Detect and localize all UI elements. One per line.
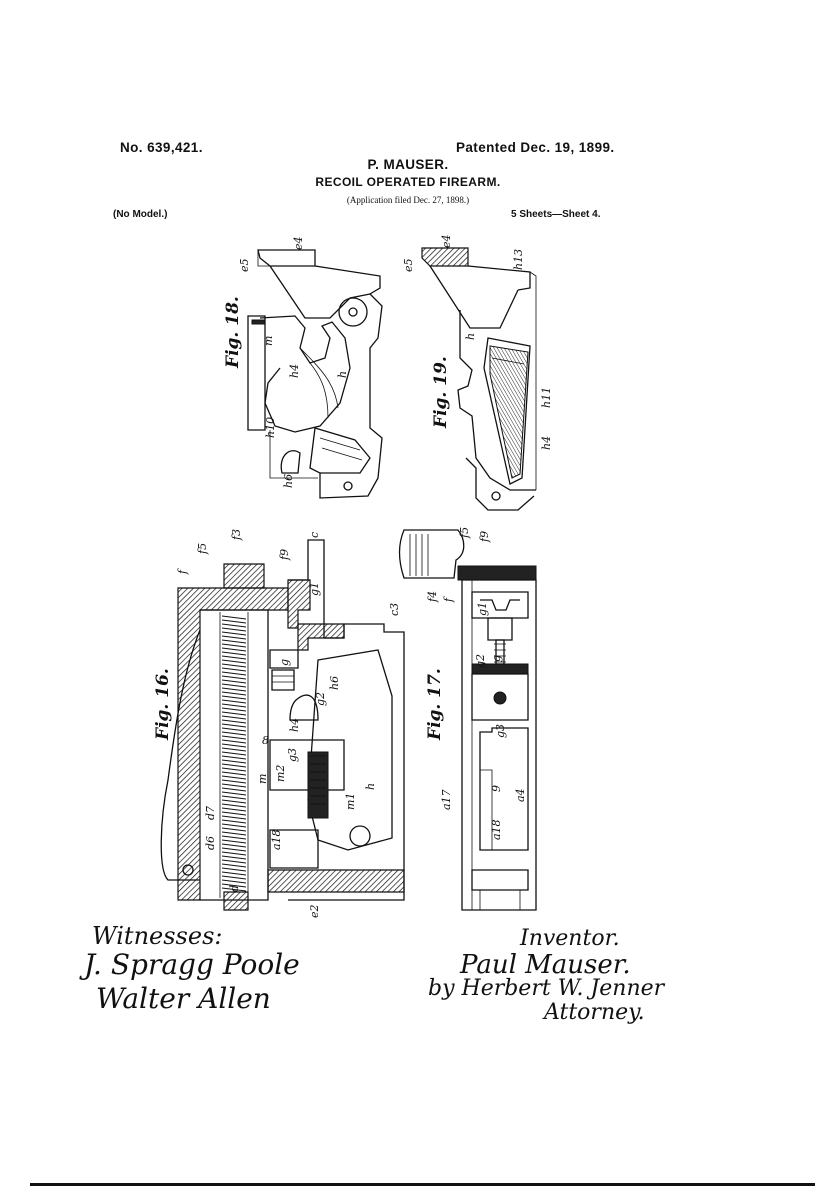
fig16-ref-c: c bbox=[308, 532, 321, 538]
fig19-ref-h13: h13 bbox=[512, 249, 525, 270]
figure-19: e5 e4 h13 h h11 h4 Fig. 19. bbox=[402, 234, 553, 511]
fig17-ref-f: f bbox=[442, 596, 455, 603]
patent-date: Patented Dec. 19, 1899. bbox=[456, 140, 615, 155]
fig17-ref-g3: g3 bbox=[494, 724, 507, 738]
fig18-ref-h4: h4 bbox=[288, 364, 301, 378]
fig18-ref-e5: e5 bbox=[238, 258, 251, 272]
patent-title: RECOIL OPERATED FIREARM. bbox=[315, 175, 501, 189]
witness-1-signature: J. Spragg Poole bbox=[84, 948, 300, 981]
inventor-signature: Paul Mauser. bbox=[460, 950, 631, 980]
fig16-ref-g1: g1 bbox=[308, 582, 321, 596]
fig16-ref-g3: g3 bbox=[286, 748, 299, 762]
fig16-ref-g2: g2 bbox=[314, 692, 327, 706]
fig16-spring bbox=[221, 615, 247, 892]
fig17-ref-a18: a18 bbox=[490, 819, 503, 840]
fig19-ref-e5: e5 bbox=[402, 258, 415, 272]
fig18-ref-h: h bbox=[336, 371, 349, 378]
fig16-ref-f: f bbox=[176, 568, 189, 575]
figure-18: e5 e4 m h4 h h10 h6 Fig. 18. bbox=[223, 236, 383, 499]
sheet-count: 5 Sheets—Sheet 4. bbox=[511, 209, 601, 220]
fig17-label: Fig. 17. bbox=[425, 668, 445, 741]
fig18-ref-h10: h10 bbox=[264, 417, 277, 438]
fig17-ref-a4: a4 bbox=[514, 788, 527, 802]
fig16-ref-a18: a18 bbox=[270, 829, 283, 850]
fig16-ref-f9: f9 bbox=[278, 549, 291, 561]
witnesses-label: Witnesses: bbox=[92, 922, 223, 950]
fig19-ref-e4: e4 bbox=[440, 234, 453, 248]
fig16-ref-h6: h6 bbox=[328, 676, 341, 690]
fig16-drawing bbox=[160, 539, 405, 911]
fig16-ref-f5: f5 bbox=[196, 543, 209, 555]
fig17-ref-f5: f5 bbox=[458, 527, 471, 539]
fig16-ref-m2: m2 bbox=[274, 765, 287, 782]
fig18-drawing bbox=[247, 249, 383, 499]
fig16-ref-d7: d7 bbox=[204, 806, 217, 820]
fig16-ref-g: g bbox=[278, 659, 291, 666]
fig18-ref-h6: h6 bbox=[282, 474, 295, 488]
fig16-ref-m: m bbox=[256, 774, 269, 784]
fig18-ref-m: m bbox=[262, 336, 275, 346]
patent-number: No. 639,421. bbox=[120, 140, 203, 155]
witness-2-signature: Walter Allen bbox=[96, 982, 271, 1015]
fig16-ref-d: d bbox=[228, 885, 241, 892]
model-note: (No Model.) bbox=[113, 209, 168, 220]
fig17-ref-9: 9 bbox=[490, 785, 503, 792]
fig17-ref-f9: f9 bbox=[478, 531, 491, 543]
bottom-rule bbox=[30, 1183, 815, 1186]
fig18-label: Fig. 18. bbox=[223, 296, 243, 369]
attorney-label: Attorney. bbox=[544, 1000, 645, 1025]
fig17-ref-g2: g2 bbox=[474, 654, 487, 668]
fig16-ref-c3: c3 bbox=[388, 603, 401, 616]
fig16-ref-e2: e2 bbox=[308, 904, 321, 918]
inventor-label: Inventor. bbox=[520, 926, 620, 951]
figure-17: f5 f9 f4 f g1 g2 g g3 a17 9 a4 a18 Fig. … bbox=[398, 527, 537, 911]
fig17-drawing bbox=[398, 529, 537, 911]
figure-16: f f5 f3 f9 c g1 c3 g h6 g2 h4 g3 m m2 m1… bbox=[153, 529, 405, 918]
fig19-label: Fig. 19. bbox=[431, 356, 451, 429]
fig19-ref-h4: h4 bbox=[540, 436, 553, 450]
fig16-ref-f3: f3 bbox=[230, 529, 243, 541]
fig19-drawing bbox=[421, 247, 537, 511]
fig16-ref-d6: d6 bbox=[204, 836, 217, 850]
fig17-ref-g: g bbox=[490, 655, 503, 662]
fig16-label: Fig. 16. bbox=[153, 668, 173, 741]
fig16-ref-m1: m1 bbox=[344, 793, 357, 810]
fig16-ref-h: h bbox=[364, 783, 377, 790]
fig17-ref-g1: g1 bbox=[476, 602, 489, 616]
attorney-signature: by Herbert W. Jenner bbox=[428, 976, 665, 1001]
fig19-ref-h: h bbox=[464, 333, 477, 340]
fig19-ref-h11: h11 bbox=[540, 387, 553, 408]
fig18-ref-e4: e4 bbox=[292, 236, 305, 250]
application-line: (Application filed Dec. 27, 1898.) bbox=[346, 195, 470, 205]
fig16-ref-8: 8 bbox=[262, 734, 269, 747]
fig17-ref-a17: a17 bbox=[440, 789, 453, 810]
fig16-ref-h4: h4 bbox=[288, 718, 301, 732]
fig17-ref-f4: f4 bbox=[426, 591, 439, 603]
inventor-name: P. MAUSER. bbox=[367, 157, 449, 172]
